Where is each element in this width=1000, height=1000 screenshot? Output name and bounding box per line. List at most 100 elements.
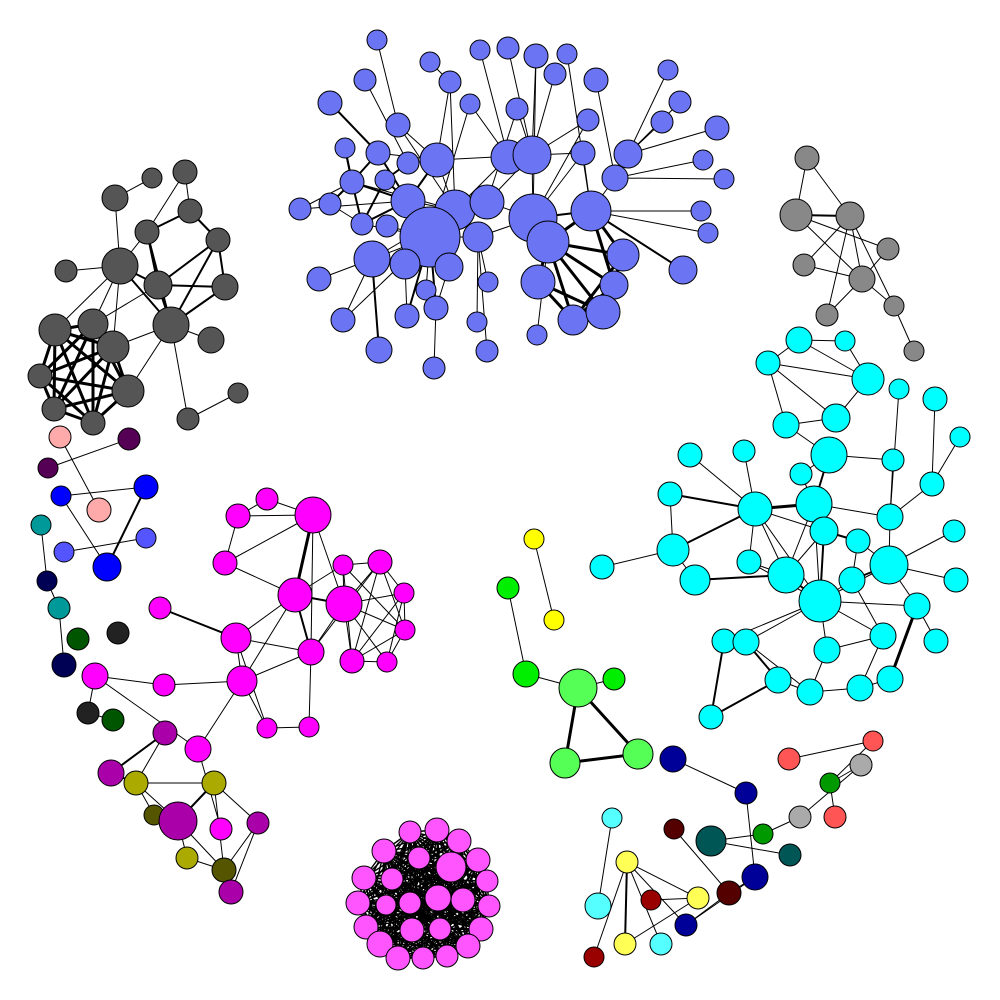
graph-edge <box>449 81 456 211</box>
graph-edge <box>614 159 704 179</box>
graph-node <box>246 811 270 835</box>
graph-edge <box>477 236 488 352</box>
graph-edge <box>391 878 488 882</box>
graph-node <box>813 636 841 664</box>
graph-node <box>823 805 847 829</box>
graph-node <box>589 554 615 580</box>
graph-node <box>690 200 712 222</box>
graph-node <box>526 220 570 264</box>
graph-node <box>446 828 472 854</box>
graph-node <box>606 238 640 272</box>
graph-node <box>732 628 760 656</box>
graph-node <box>66 627 90 651</box>
graph-node <box>462 221 494 253</box>
graph-node <box>41 396 67 422</box>
graph-node <box>657 481 683 507</box>
graph-node <box>434 252 464 282</box>
graph-node <box>96 330 130 364</box>
graph-node <box>942 519 966 543</box>
graph-node <box>172 159 198 185</box>
graph-node <box>419 51 441 73</box>
graph-node <box>767 556 805 594</box>
graph-node <box>556 43 578 65</box>
graph-edge <box>376 39 399 126</box>
graph-node <box>788 805 812 829</box>
graph-node <box>351 865 377 891</box>
graph-node <box>922 386 948 412</box>
graph-node <box>737 491 773 527</box>
graph-node <box>465 847 491 873</box>
graph-node <box>399 206 461 268</box>
graph-node <box>613 932 637 956</box>
graph-node <box>570 190 612 232</box>
graph-node <box>549 747 581 779</box>
graph-node <box>640 889 662 911</box>
graph-edge <box>53 328 95 425</box>
graph-edge <box>710 640 725 718</box>
graph-node <box>101 247 139 285</box>
graph-node <box>36 570 58 592</box>
graph-edge <box>626 861 699 899</box>
graph-node <box>835 201 865 231</box>
graph-node <box>851 362 885 396</box>
graph-node <box>419 142 455 178</box>
graph-node <box>353 240 391 278</box>
graph-node <box>197 326 225 354</box>
graph-node <box>697 222 719 244</box>
graph-node <box>226 665 258 697</box>
graph-node <box>339 169 365 195</box>
graph-node <box>101 708 125 732</box>
graph-node <box>407 846 431 870</box>
graph-node <box>393 582 415 604</box>
graph-node <box>845 528 871 554</box>
graph-node <box>543 62 567 86</box>
graph-edge <box>507 587 527 675</box>
graph-node <box>692 149 714 171</box>
graph-edge <box>94 675 199 750</box>
graph-node <box>297 638 325 666</box>
graph-node <box>656 533 690 567</box>
graph-node <box>399 917 425 943</box>
graph-node <box>468 916 494 942</box>
graph-edge <box>106 486 147 568</box>
graph-node <box>47 596 71 620</box>
graph-node <box>881 448 905 472</box>
graph-node <box>663 818 685 840</box>
node-layer <box>27 29 971 971</box>
graph-node <box>772 411 800 439</box>
graph-edge <box>342 564 406 631</box>
graph-node <box>106 621 130 645</box>
graph-edge <box>422 905 490 959</box>
graph-node <box>353 914 379 940</box>
graph-node <box>143 270 173 300</box>
graph-node <box>209 817 233 841</box>
graph-node <box>92 552 122 582</box>
graph-node <box>732 439 756 463</box>
graph-node <box>80 410 106 436</box>
graph-node <box>423 295 449 321</box>
graph-node <box>512 660 540 688</box>
graph-node <box>798 579 842 623</box>
graph-node <box>332 554 354 576</box>
graph-edge <box>624 861 628 945</box>
graph-node <box>205 227 231 253</box>
graph-node <box>325 585 363 623</box>
graph-node <box>111 374 145 408</box>
graph-edge <box>379 943 469 947</box>
graph-node <box>212 550 238 576</box>
graph-node <box>227 382 249 404</box>
graph-node <box>211 857 237 883</box>
graph-node <box>883 295 905 317</box>
graph-node <box>919 471 945 497</box>
graph-node <box>794 145 820 171</box>
graph-node <box>117 427 141 451</box>
graph-node <box>601 164 629 192</box>
graph-node <box>622 738 654 770</box>
graph-node <box>543 609 565 631</box>
graph-node <box>396 151 420 175</box>
graph-node <box>350 212 374 236</box>
graph-edge <box>826 215 851 316</box>
graph-node <box>256 717 278 739</box>
graph-node <box>365 336 393 364</box>
